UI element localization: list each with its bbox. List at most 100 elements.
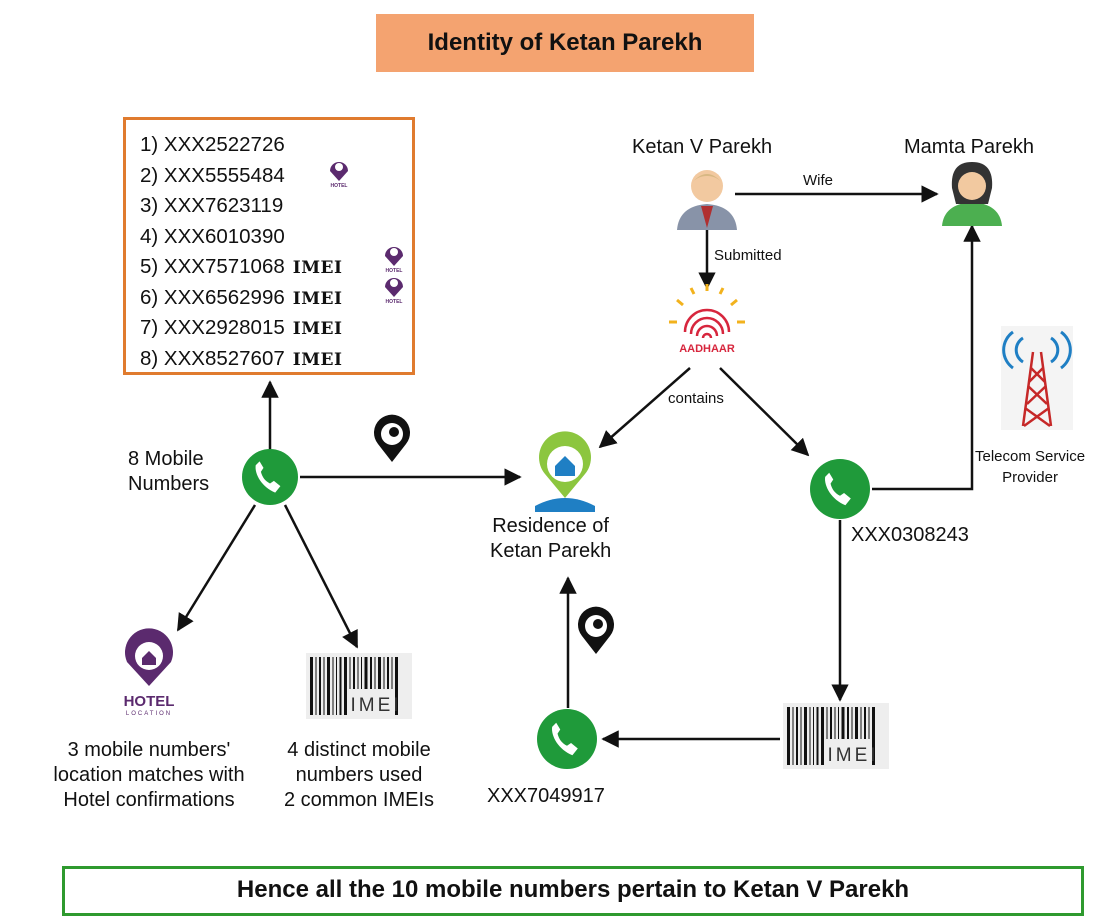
hotel-icon-text: HOTEL: [386, 299, 403, 305]
mobile-number-row: 8) XXX8527607 IMEI: [140, 346, 342, 373]
barcode-bar: [315, 657, 317, 715]
barcode-bar: [855, 707, 858, 739]
barcode-bar: [816, 707, 819, 765]
mamta-label: Mamta Parekh: [904, 136, 1035, 158]
barcode-bar: [847, 707, 849, 739]
telecom-label-line1: Telecom Service: [975, 448, 1086, 465]
barcode-bar: [387, 657, 389, 689]
aadhaar-logo-text: AADHAAR: [679, 343, 735, 355]
imei-caption-line: 4 distinct mobile: [287, 739, 431, 761]
barcode-bar: [364, 657, 368, 689]
location-pin-icon: [578, 606, 614, 654]
hotel-caption-line: 3 mobile numbers': [67, 739, 231, 761]
ketan-label: Ketan V Parekh: [632, 136, 773, 158]
barcode-bar: [787, 707, 790, 765]
edges: [176, 185, 981, 748]
mamta-avatar-icon: [942, 162, 1002, 226]
phone-icon: [537, 709, 597, 769]
mobile-number-row: 6) XXX6562996 IMEI: [140, 285, 342, 312]
barcode-bar: [339, 657, 342, 715]
barcode-bar: [310, 657, 313, 715]
barcode-bar: [834, 707, 836, 739]
imei-tag: IMEI: [292, 288, 343, 309]
mobile-number-text: 6) XXX6562996: [140, 285, 285, 309]
imei-caption-line: 2 common IMEIs: [283, 789, 435, 811]
imei-tag: IMEI: [292, 258, 343, 278]
barcode-bar: [370, 657, 372, 689]
conclusion-banner: Hence all the 10 mobile numbers pertain …: [62, 866, 1084, 916]
barcode-bar: [838, 707, 839, 739]
hotel-icon: HOTEL: [385, 247, 403, 274]
imei-tag: IMEI: [292, 319, 343, 339]
barcode-bar: [344, 657, 347, 715]
barcode-bar: [860, 707, 862, 739]
barcode-label: IMEI: [827, 745, 878, 766]
mobile-numbers-label-line2: Numbers: [128, 473, 210, 495]
mobile-number-row: 7) XXX2928015 IMEI: [140, 315, 342, 342]
imei-caption: 4 distinct mobile numbers used 2 common …: [256, 738, 462, 813]
barcode-bar: [374, 657, 376, 689]
hotel-location-title: HOTEL: [124, 693, 175, 710]
imei-caption-line: numbers used: [295, 764, 423, 786]
mobile-number-row: 3) XXX7623119: [140, 193, 283, 219]
imei-barcode-icon: IMEI: [306, 653, 412, 719]
hotel-location-icon: HOTEL LOCATION: [124, 628, 175, 717]
hotel-caption-line: Hotel confirmations: [63, 789, 235, 811]
barcode-bar: [800, 707, 802, 765]
edge-label-submitted: Submitted: [714, 247, 782, 264]
mobile-numbers-list: 1) XXX2522726 2) XXX5555484 3) XXX7623119 4…: [123, 117, 415, 375]
hotel-icon-text: HOTEL: [331, 183, 348, 189]
mobile-numbers-label: 8 Mobile Numbers: [128, 447, 209, 497]
hotel-icon-text: HOTEL: [386, 268, 403, 274]
barcode-bar: [809, 707, 811, 765]
mobile-number-text: 8) XXX8527607: [140, 346, 285, 370]
barcode-bar: [391, 657, 393, 689]
edge-aadhaar-to-residence: [598, 367, 691, 449]
edge-label-wife: Wife: [803, 172, 833, 189]
hotel-icon: HOTEL: [330, 162, 348, 189]
mobile-number-row: 5) XXX7571068 IMEI: [140, 254, 342, 281]
barcode-bar: [864, 707, 866, 739]
mobile-number-row: 2) XXX5555484: [140, 163, 285, 189]
telecom-tower-icon: [1001, 326, 1073, 430]
mobile-number-row: 4) XXX6010390: [140, 224, 285, 250]
residence-label: Residence of Ketan Parekh: [490, 514, 611, 564]
edge-phone-to-mamta: [872, 224, 981, 491]
hotel-location-sub: LOCATION: [126, 711, 172, 717]
mobile-number-text: 1) XXX2522726: [140, 133, 285, 156]
barcode-bar: [826, 707, 828, 739]
barcode-label: IMEI: [350, 695, 401, 716]
phone-icon: [810, 459, 870, 519]
mobile-numbers-label-line1: 8 Mobile: [128, 448, 204, 470]
barcode-bar: [327, 657, 330, 715]
residence-icon: [535, 431, 595, 512]
barcode-bar: [353, 657, 355, 689]
barcode-bar: [383, 657, 385, 689]
barcode-bar: [872, 707, 875, 765]
barcode-bar: [868, 707, 870, 739]
residence-label-line2: Ketan Parekh: [490, 540, 612, 562]
barcode-bar: [323, 657, 325, 715]
ketan-avatar-icon: [677, 170, 737, 230]
imei-tag: IMEI: [292, 349, 343, 370]
mobile-number-text: 2) XXX5555484: [140, 163, 285, 187]
edge-phone-to-hotel: [176, 504, 257, 632]
mobile-number-text: 5) XXX7571068: [140, 255, 285, 278]
mobile-number-text: 7) XXX2928015: [140, 316, 285, 339]
barcode-bar: [821, 707, 824, 765]
hotel-caption-line: location matches with: [53, 764, 245, 786]
barcode-bar: [332, 657, 334, 715]
barcode-bar: [851, 707, 853, 739]
barcode-bar: [796, 707, 798, 765]
residence-label-line1: Residence of: [492, 515, 609, 537]
barcode-bar: [804, 707, 807, 765]
aadhaar-logo-icon: AADHAAR: [669, 284, 745, 355]
barcode-bar: [395, 657, 398, 715]
mobile-number-text: 4) XXX6010390: [140, 224, 285, 248]
barcode-bar: [336, 657, 337, 715]
imei-barcode-icon: IMEI: [783, 703, 889, 769]
barcode-bar: [357, 657, 359, 689]
phone-icon: [242, 449, 298, 505]
phone-right-label: XXX0308243: [851, 524, 969, 546]
